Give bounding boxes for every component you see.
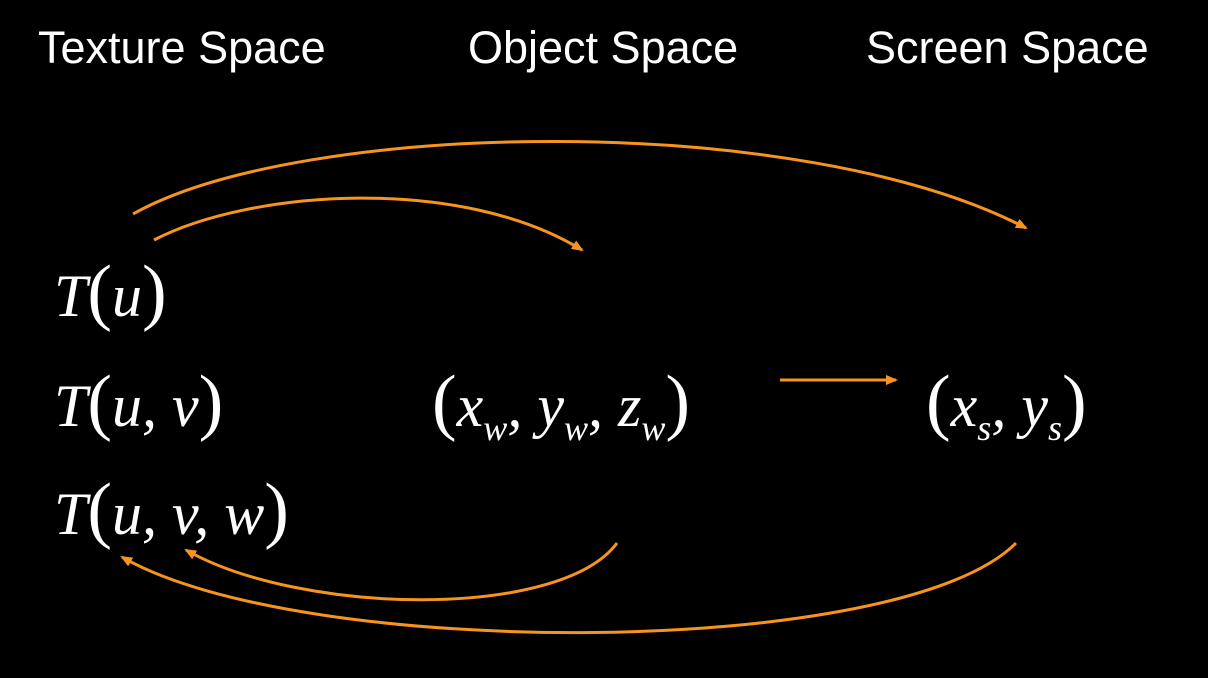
- close-paren: ): [198, 361, 224, 443]
- comma: ,: [587, 373, 603, 439]
- object-coords: (xw, yw, zw): [432, 360, 690, 448]
- close-paren: ): [1061, 361, 1087, 443]
- close-paren: ): [142, 251, 167, 333]
- arg-v: v: [172, 373, 199, 439]
- comma: ,: [507, 373, 523, 439]
- open-paren: (: [87, 361, 113, 443]
- y-var: y: [1021, 373, 1048, 439]
- arg-u: u: [112, 263, 143, 329]
- close-paren: ): [665, 361, 690, 443]
- comma: ,: [142, 373, 158, 439]
- texture-3d: T(u, v, w): [54, 468, 289, 553]
- screen-coords: (xs, ys): [926, 360, 1087, 448]
- texture-to-screen-arrow: [132, 140, 1028, 230]
- z-var: z: [617, 373, 642, 439]
- x-subscript: w: [483, 408, 508, 448]
- open-paren: (: [926, 361, 951, 443]
- close-paren: ): [264, 469, 289, 551]
- object-to-texture-arrow: [184, 542, 619, 602]
- y-subscript: s: [1047, 408, 1062, 448]
- screen-to-texture-arrow: [120, 541, 1018, 635]
- comma: ,: [142, 481, 158, 547]
- texture-to-object-arrow: [153, 196, 584, 252]
- open-paren: (: [432, 361, 457, 443]
- fn-symbol: T: [54, 373, 88, 439]
- arg-u: u: [112, 373, 143, 439]
- arg-v: v: [172, 481, 195, 547]
- texture-space-heading: Texture Space: [38, 22, 326, 73]
- arg-w: w: [224, 481, 265, 547]
- open-paren: (: [87, 469, 113, 551]
- texture-1d: T(u): [54, 250, 167, 335]
- fn-symbol: T: [54, 481, 88, 547]
- screen-space-heading: Screen Space: [866, 22, 1149, 73]
- comma: ,: [991, 373, 1007, 439]
- x-subscript: s: [977, 408, 992, 448]
- fn-symbol: T: [54, 263, 88, 329]
- open-paren: (: [87, 251, 113, 333]
- y-var: y: [537, 373, 564, 439]
- texture-2d: T(u, v): [54, 360, 223, 445]
- y-subscript: w: [563, 408, 588, 448]
- comma: ,: [194, 481, 210, 547]
- z-subscript: w: [641, 408, 666, 448]
- x-var: x: [456, 373, 484, 439]
- arg-u: u: [112, 481, 143, 547]
- object-space-heading: Object Space: [468, 22, 739, 73]
- x-var: x: [950, 373, 978, 439]
